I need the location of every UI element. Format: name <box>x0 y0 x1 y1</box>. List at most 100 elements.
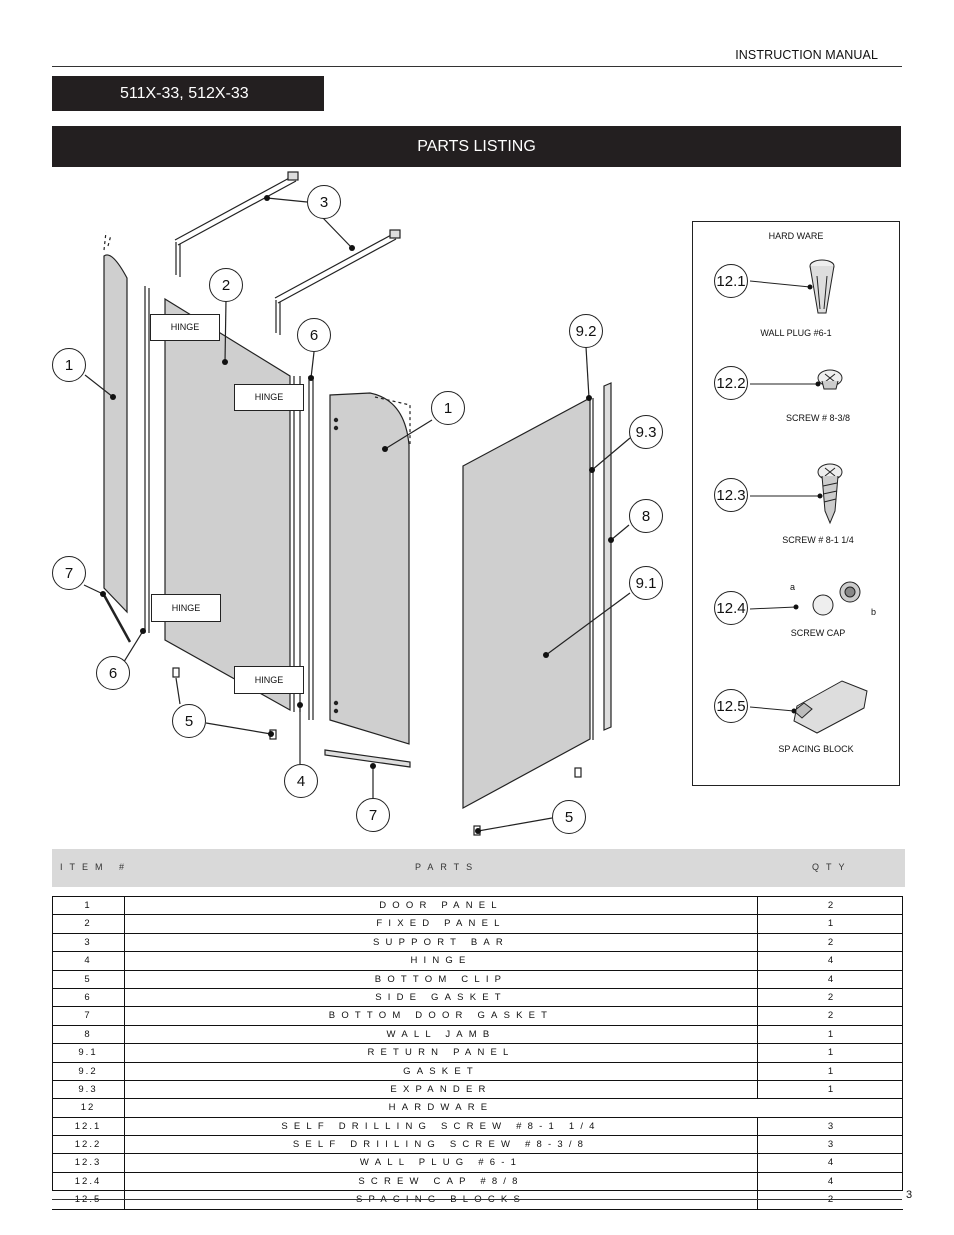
cell-part: HINGE <box>125 952 758 970</box>
cell-part: SELF DRILLING SCREW #8-1 1/4 <box>125 1117 758 1136</box>
callout-12-5: 12.5 <box>714 689 748 723</box>
screw-cap-sub-a: a <box>790 582 796 592</box>
hinge-label: HINGE <box>150 314 220 341</box>
cell-item: 4 <box>52 952 125 970</box>
cell-qty: 2 <box>827 936 834 948</box>
header-item: ITEM # <box>60 862 132 872</box>
cell-part: WALL PLUG #6-1 <box>125 1154 758 1172</box>
cell-qty: 3 <box>827 1139 834 1151</box>
door-panel-left <box>103 254 128 614</box>
return-panel <box>462 396 591 810</box>
cell-item: 12 <box>52 1099 125 1117</box>
screw-short-icon <box>817 369 843 390</box>
callout-7: 7 <box>52 556 86 590</box>
callout-2: 2 <box>209 268 243 302</box>
cell-qty: 1 <box>827 1028 834 1040</box>
header-qty: QTY <box>812 862 852 872</box>
callout-12-3: 12.3 <box>714 478 748 512</box>
cell-qty: 2 <box>827 900 834 911</box>
callout-5-right: 5 <box>552 800 586 834</box>
cell-qty: 1 <box>827 918 834 930</box>
cell-part: HARDWARE <box>388 1102 494 1114</box>
support-bar-lower <box>274 229 401 335</box>
cell-part: DOOR PANEL <box>125 897 758 915</box>
screw-long-label: SCREW # 8-1 1/4 <box>782 535 854 545</box>
section-title: PARTS LISTING <box>52 126 901 167</box>
cell-part: SUPPORT BAR <box>125 933 758 952</box>
cell-qty: 1 <box>827 1047 834 1059</box>
cell-qty: 2 <box>827 991 834 1003</box>
hinge-label: HINGE <box>151 594 221 622</box>
cell-part: GASKET <box>125 1062 758 1080</box>
callout-1: 1 <box>52 348 86 382</box>
cell-item: 1 <box>52 897 125 915</box>
cell-part: BOTTOM DOOR GASKET <box>125 1007 758 1025</box>
callout-5: 5 <box>172 704 206 738</box>
screw-cap-icon <box>812 581 861 616</box>
callout-12-1: 12.1 <box>714 264 748 298</box>
cell-part: RETURN PANEL <box>125 1044 758 1062</box>
cell-part: EXPANDER <box>125 1080 758 1099</box>
cell-qty: 4 <box>827 973 834 985</box>
support-bar-upper <box>174 171 299 277</box>
cell-item: 12.1 <box>52 1117 125 1136</box>
cell-qty: 3 <box>827 1120 834 1132</box>
page-number: 3 <box>906 1189 913 1201</box>
cell-item: 9.3 <box>52 1080 125 1099</box>
table-row: 12 HARDWARE <box>52 1099 903 1118</box>
cell-qty: 1 <box>827 1065 834 1077</box>
callout-12-2: 12.2 <box>714 366 748 400</box>
cell-item: 12.2 <box>52 1136 125 1154</box>
callout-8: 8 <box>629 499 663 533</box>
screw-short-label: SCREW # 8-3/8 <box>785 413 851 423</box>
hardware-illustrations <box>749 259 868 734</box>
cell-item: 5 <box>52 970 125 988</box>
wall-plug-icon <box>809 259 835 314</box>
hinge-label: HINGE <box>234 384 304 411</box>
callout-1-right: 1 <box>431 391 465 425</box>
manual-label: INSTRUCTION MANUAL <box>735 48 878 62</box>
model-number-bar: 511X-33, 512X-33 <box>52 76 324 111</box>
cell-qty <box>758 1099 903 1116</box>
cell-qty: 1 <box>827 1083 834 1095</box>
cell-item: 3 <box>52 933 125 952</box>
cell-item: 6 <box>52 988 125 1007</box>
spacing-block-label: SP ACING BLOCK <box>778 744 854 754</box>
parts-table-header: ITEM # PARTS QTY <box>52 849 905 887</box>
cell-item: 9.1 <box>52 1044 125 1062</box>
wall-plug-label: WALL PLUG #6-1 <box>760 328 832 338</box>
callout-7-bottom: 7 <box>356 798 390 832</box>
callout-9-3: 9.3 <box>629 415 663 449</box>
cell-part: SELF DRIILING SCREW #8-3/8 <box>125 1136 758 1154</box>
cell-item: 7 <box>52 1007 125 1025</box>
cell-part: SIDE GASKET <box>125 988 758 1007</box>
screw-long-icon <box>817 463 843 525</box>
callout-12-4: 12.4 <box>714 591 748 625</box>
hinge-label: HINGE <box>234 666 304 694</box>
callout-9-1: 9.1 <box>629 566 663 600</box>
cell-part: SCREW CAP #8/8 <box>125 1172 758 1191</box>
header-divider <box>52 66 902 67</box>
wall-jamb <box>603 382 612 731</box>
cell-qty: 4 <box>827 1157 834 1169</box>
cell-part: FIXED PANEL <box>125 915 758 933</box>
cell-item: 9.2 <box>52 1062 125 1080</box>
callout-6: 6 <box>297 318 331 352</box>
cell-item: 2 <box>52 915 125 933</box>
callout-3: 3 <box>307 185 341 219</box>
callout-6-left: 6 <box>96 656 130 690</box>
cell-qty: 4 <box>827 1175 834 1187</box>
header-parts: PARTS <box>415 862 480 872</box>
